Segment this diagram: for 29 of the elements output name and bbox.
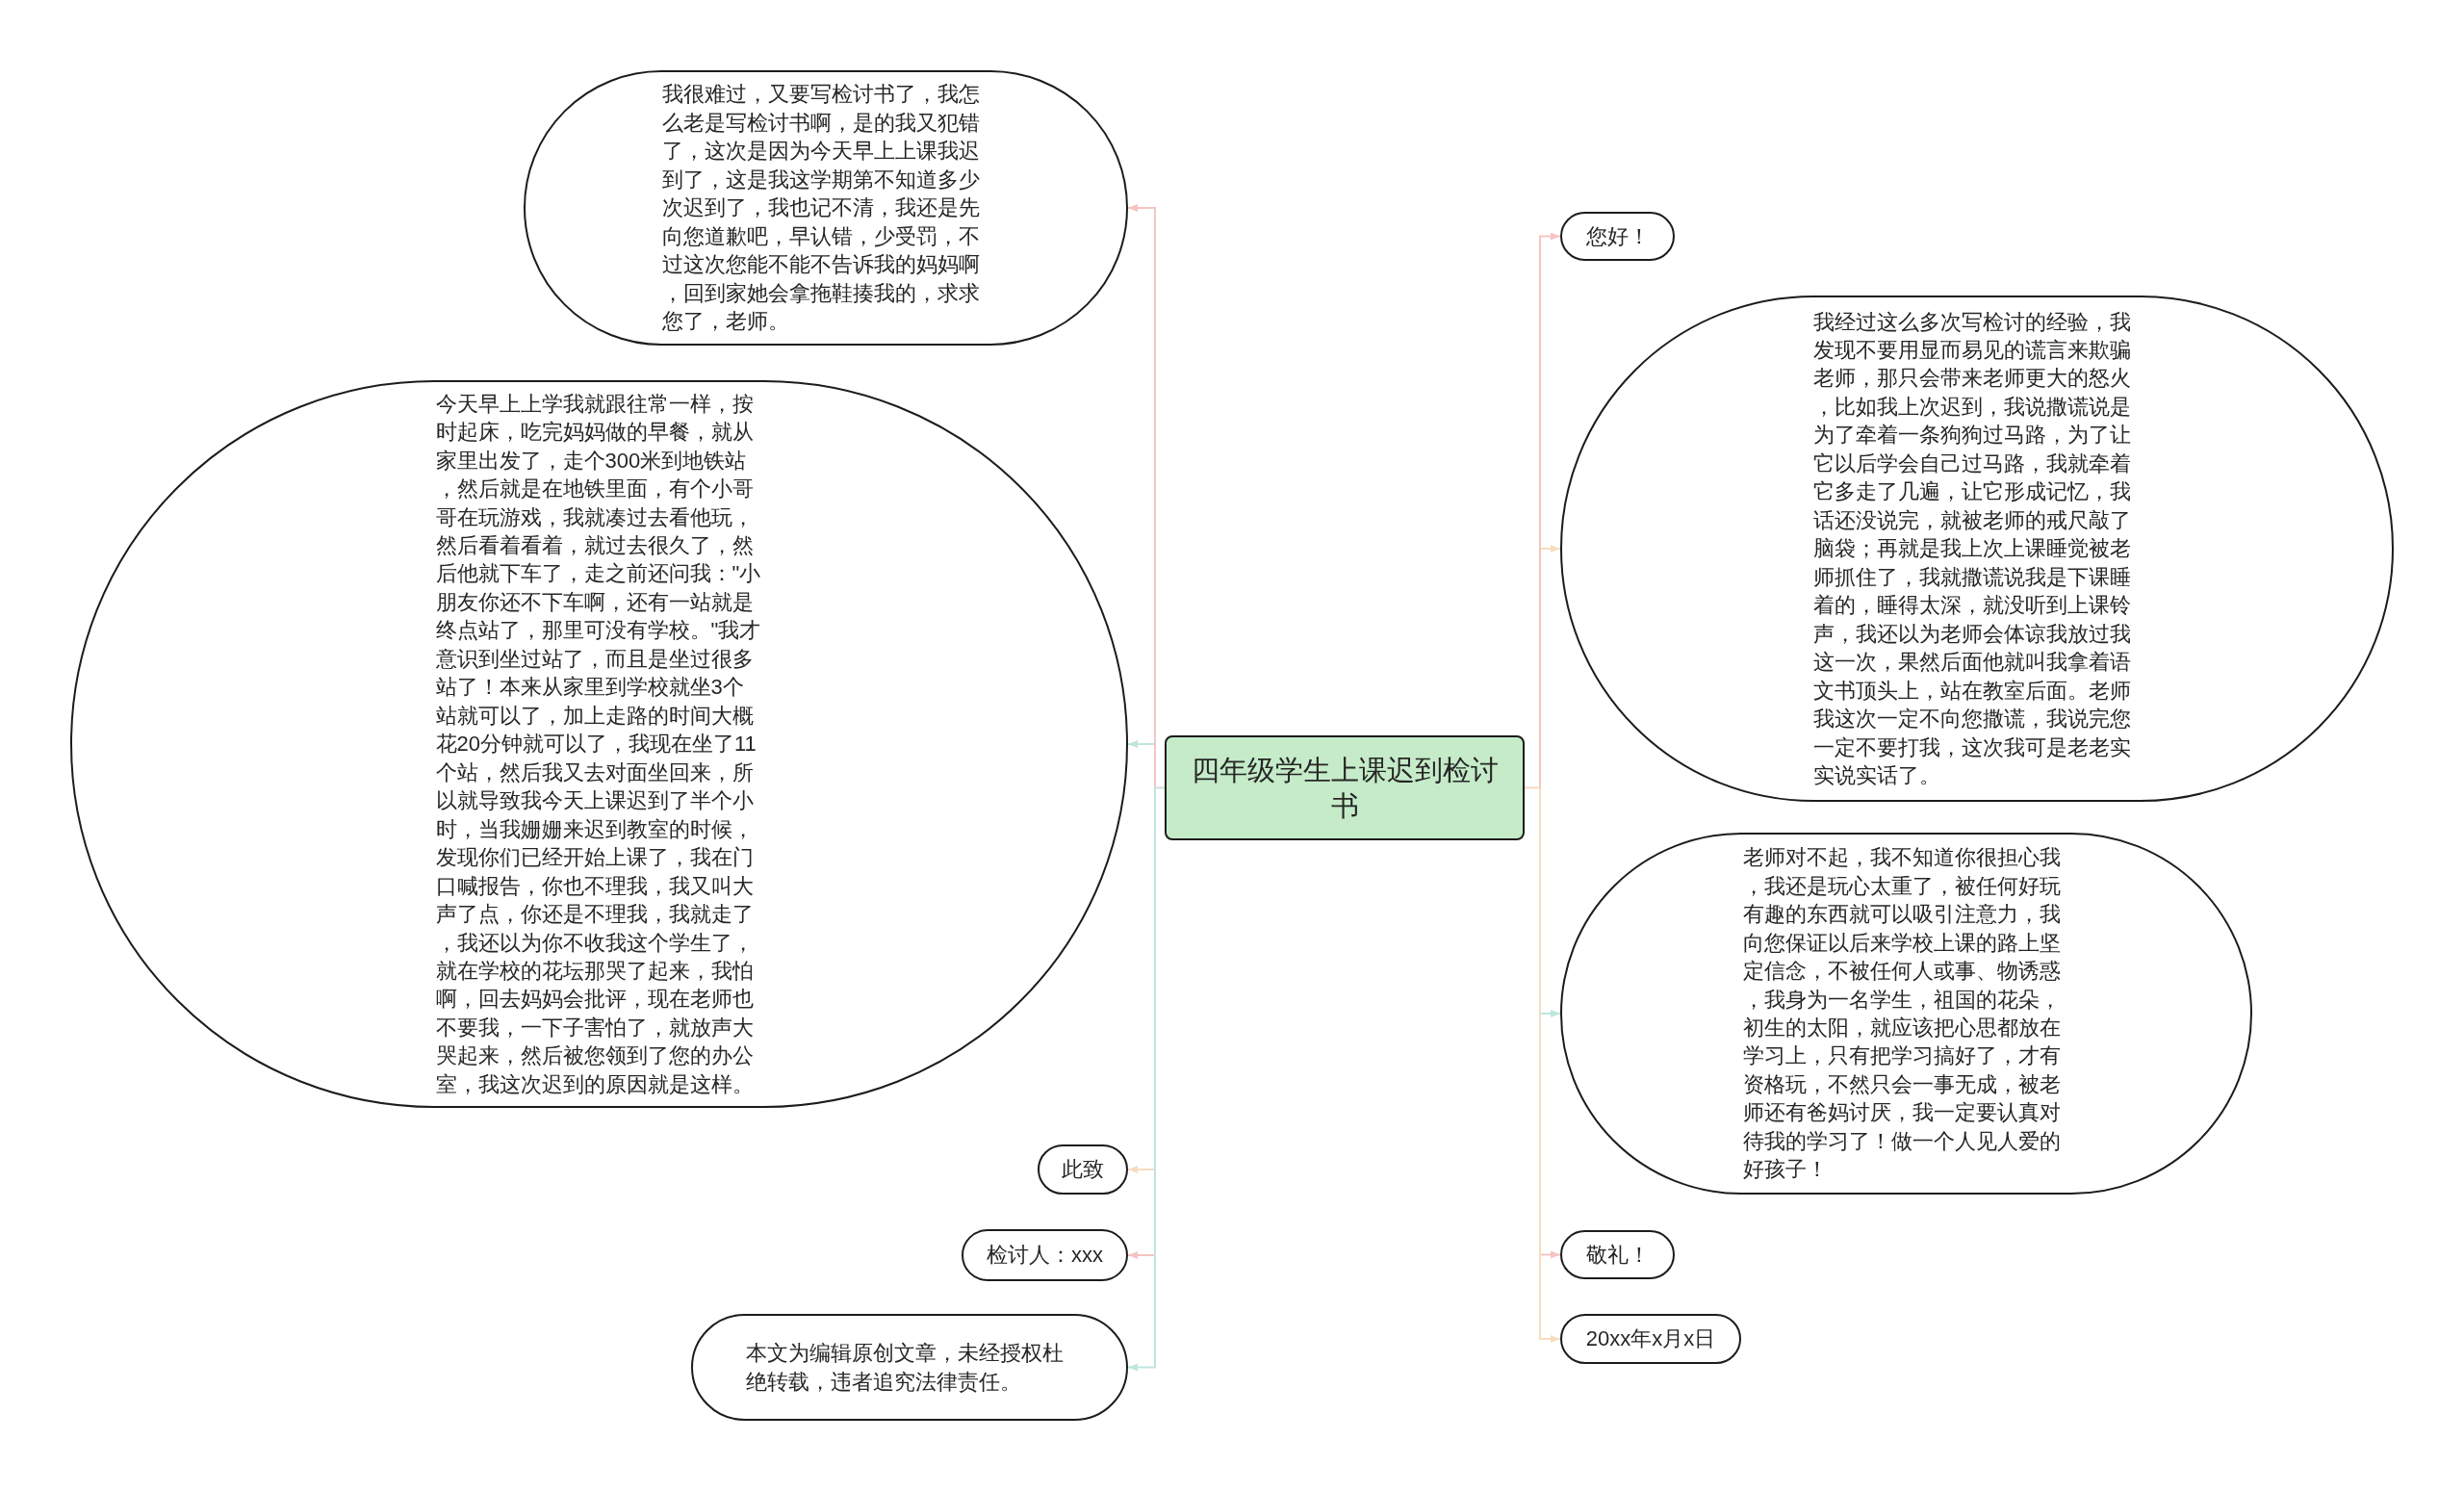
connector-arrow [1540,1250,1561,1259]
root-box [1165,735,1525,840]
node-text: 敬礼！ [1585,1241,1650,1269]
node-text: 此致 [1062,1156,1104,1184]
node-text: 您好！ [1585,222,1650,250]
connector-arrow [1540,1335,1561,1343]
pill-node [1560,1314,1741,1364]
connector-arrow [1127,1166,1155,1173]
connector-arrow [1127,204,1155,212]
pill-node [1560,212,1675,261]
connector-arrow [1540,1010,1561,1017]
node-text: 20xx年x月x日 [1585,1325,1716,1353]
node-text: 今天早上上学我就跟往常一样，按时起床，吃完妈妈做的早餐，就从家里出发了，走个300米到地铁站，然后就是在地铁里面，有个小哥哥在玩游戏，我就凑过去看他玩，然后看着看着，就过去很久了，然后他就下车了，走之前还问我："小朋友你还不下车啊，还有一站就是终点站了，那里可没有学校。"我才意识到坐过站了，而且是坐过很多站了！本来从家里到学校就坐3个站就可以了，加上走路的时间大概花20分钟就可以了，我现在坐了11个站，然后我又去对面坐回来，所以就导致我今天上课迟到了半个小时，当我姗姗来迟到教室的时候，发现你们已经开始上课了，我在门口喊报告，你也不理我，我又叫大声了点，你还是不理我，我就走了，我还以为你不收我这个学生了，就在学校的花坛那哭了起来，我怕啊，回去妈妈会批评，现在老师也不要我，一下子害怕了，就放声大哭起来，然后被您领到了您的办公室，我这次迟到的原因就是这样。 [435,390,762,1098]
connector-arrow [1127,1251,1155,1259]
pill-node [962,1229,1128,1281]
connector-line [1524,234,1541,1341]
node-text: 老师对不起，我不知道你很担心我，我还是玩心太重了，被任何好玩有趣的东西就可以吸引注意力，我向您保证以后来学校上课的路上坚定信念，不被任何人或事、物诱惑，我身为一名学生，祖国的花朵，初生的太阳，就应该把心思都放在学习上，只有把学习搞好了，才有资格玩，不然只会一事无成，被老师还有爸妈讨厌，我一定要认真对待我的学习了！做一个人见人爱的好孩子！ [1742,844,2062,1184]
connector-arrow [1127,740,1155,748]
heading-text: 四年级学生上课迟到检讨书 [1190,754,1500,823]
node-text: 本文为编辑原创文章，未经授权杜绝转载，违者追究法律责任。 [746,1340,1065,1396]
node-text: 我经过这么多次写检讨的经验，我发现不要用显而易见的谎言来欺骗老师，那只会带来老师更大的怒火，比如我上次迟到，我说撒谎说是为了牵着一条狗狗过马路，为了让它以后学会自己过马路，我就牵着它多走了几遍，让它形成记忆，我话还没说完，就被老师的戒尺敲了脑袋；再就是我上次上课睡觉被老师抓住了，我就撒谎说我是下课睡着的，睡得太深，就没听到上课铃声，我还以为老师会体谅我放过我这一次，果然后面他就叫我拿着语文书顶头上，站在教室后面。老师我这次一定不向您撒谎，我说完您一定不要打我，这次我可是老老实实说实话了。 [1813,308,2132,789]
connector-arrow [1540,545,1561,553]
pill-node [1560,1230,1675,1279]
connector-line [1154,206,1166,1370]
connector-arrow [1127,1363,1155,1372]
connector-arrow [1540,232,1561,241]
pill-node [1038,1144,1128,1195]
node-text: 我很难过，又要写检讨书了，我怎么老是写检讨书啊，是的我又犯错了，这次是因为今天早上上课我迟到了，这是我这学期第不知道多少次迟到了，我也记不清，我还是先向您道歉吧，早认错，少受罚，不过这次您能不能不告诉我的妈妈啊，回到家她会拿拖鞋揍我的，求求您了，老师。 [662,81,981,336]
node-text: 检讨人：xxx [987,1242,1103,1270]
